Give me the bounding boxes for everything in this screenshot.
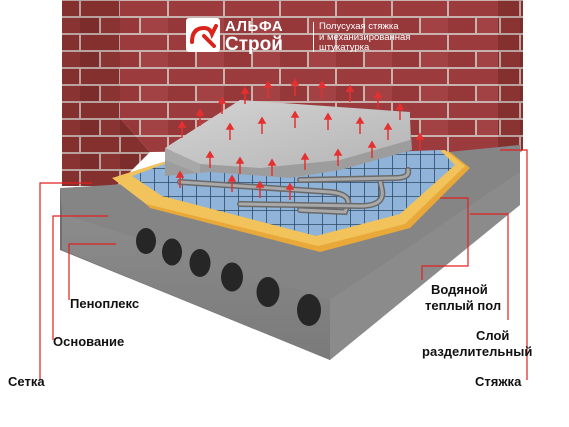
label-vodyanoy-line1: Водяной bbox=[431, 282, 488, 297]
screed-block bbox=[165, 100, 412, 178]
label-sloy: Слой разделительный bbox=[422, 328, 532, 360]
label-styazhka: Стяжка bbox=[475, 374, 522, 389]
leader-lines bbox=[39, 149, 528, 380]
alfa-stroy-logo-icon bbox=[186, 18, 220, 52]
brand-tagline-line: Полусухая стяжка bbox=[319, 21, 399, 32]
label-vodyanoy: Водяной теплый пол bbox=[425, 282, 501, 314]
label-sloy-line2: разделительный bbox=[422, 344, 533, 359]
heating-pipes bbox=[177, 167, 412, 216]
brick-wall-left bbox=[62, 0, 150, 186]
brick-wall-right bbox=[498, 0, 523, 172]
brand-tagline-line: и механизированная bbox=[319, 31, 411, 43]
leader-sloy bbox=[470, 213, 509, 320]
brand-name: АЛЬФА Строй bbox=[225, 18, 284, 55]
leader-osnovanie bbox=[52, 215, 108, 340]
leader-penoplex bbox=[68, 243, 116, 300]
label-penoplex: Пеноплекс bbox=[70, 296, 140, 311]
brand-name-line1: АЛЬФА bbox=[225, 18, 284, 35]
leader-styazhka bbox=[500, 149, 528, 380]
brand-divider bbox=[313, 22, 314, 52]
brand-tagline-line: штукатурка bbox=[319, 42, 370, 53]
label-osnovanie: Основание bbox=[53, 334, 125, 349]
brand-tagline: Полусухая стяжка и механизированная штук… bbox=[319, 21, 411, 54]
label-vodyanoy-line2: теплый пол bbox=[425, 298, 502, 313]
leader-vodyanoy bbox=[421, 197, 469, 280]
label-sloy-line1: Слой bbox=[476, 328, 510, 343]
brand-name-line2: Строй bbox=[225, 34, 283, 55]
label-setka: Сетка bbox=[8, 374, 45, 389]
leader-setka bbox=[39, 182, 92, 380]
